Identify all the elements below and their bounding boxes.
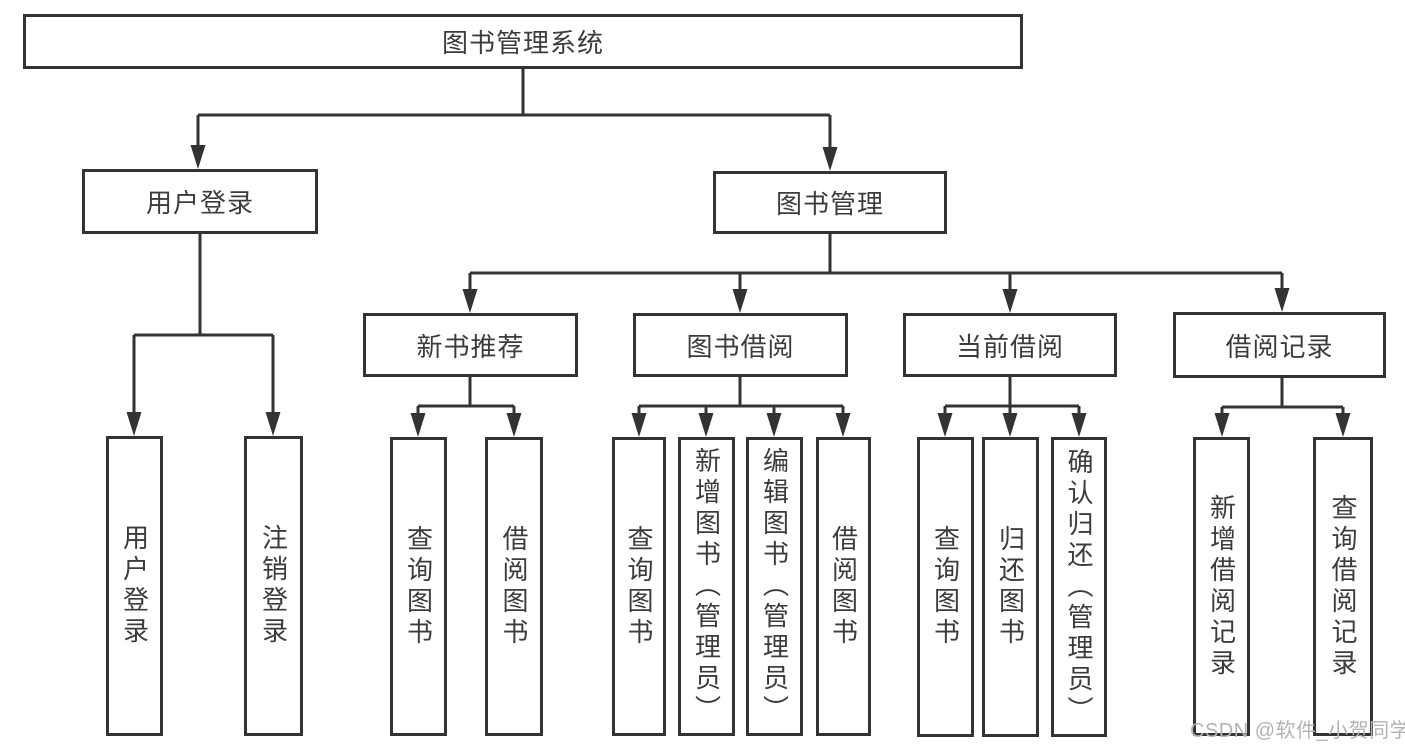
node-book-management: 图书管理 xyxy=(713,171,947,234)
node-leaf-borrow-books-1: 借阅图书 xyxy=(485,437,543,736)
node-label: 图书管理 xyxy=(775,189,884,219)
node-current-borrowing: 当前借阅 xyxy=(903,313,1117,377)
node-user-login: 用户登录 xyxy=(82,169,318,234)
node-label: 确认归还（管理员） xyxy=(1064,447,1094,727)
node-library-system: 图书管理系统 xyxy=(23,14,1023,69)
node-leaf-query-books-3: 查询图书 xyxy=(917,437,974,737)
node-leaf-confirm-return-admin: 确认归还（管理员） xyxy=(1051,437,1107,737)
node-leaf-query-books-2: 查询图书 xyxy=(612,437,666,736)
node-leaf-add-borrow-record: 新增借阅记录 xyxy=(1193,437,1250,736)
node-label: 查询图书 xyxy=(403,524,434,649)
node-leaf-query-borrow-record: 查询借阅记录 xyxy=(1313,437,1373,736)
node-label: 新增借阅记录 xyxy=(1206,493,1237,680)
node-label: 新增图书（管理员） xyxy=(691,447,722,726)
node-label: 查询图书 xyxy=(624,524,654,649)
node-leaf-borrow-books-2: 借阅图书 xyxy=(816,437,871,736)
node-leaf-add-books-admin: 新增图书（管理员） xyxy=(678,437,735,736)
node-label: 借阅图书 xyxy=(828,524,859,649)
node-label: 编辑图书（管理员） xyxy=(759,447,790,726)
node-label: 新书推荐 xyxy=(416,331,525,362)
node-label: 图书管理系统 xyxy=(441,28,604,58)
node-label: 借阅图书 xyxy=(499,524,529,649)
node-leaf-edit-books-admin: 编辑图书（管理员） xyxy=(746,437,803,736)
csdn-watermark: CSDN @软件_小贺同学 xyxy=(1190,720,1405,742)
node-label: 用户登录 xyxy=(119,524,150,648)
node-book-borrowing: 图书借阅 xyxy=(633,313,848,377)
node-label: 用户登录 xyxy=(145,188,254,218)
node-label: 注销登录 xyxy=(258,524,289,648)
node-label: 查询借阅记录 xyxy=(1328,493,1358,680)
node-label: 借阅记录 xyxy=(1225,331,1334,362)
node-borrowing-records: 借阅记录 xyxy=(1173,312,1386,378)
node-leaf-user-login: 用户登录 xyxy=(106,436,163,736)
node-leaf-return-books: 归还图书 xyxy=(982,437,1039,737)
node-label: 查询图书 xyxy=(930,525,961,649)
node-label: 图书借阅 xyxy=(686,331,795,362)
node-label: 当前借阅 xyxy=(955,331,1064,362)
node-label: 归还图书 xyxy=(995,525,1026,649)
node-new-book-recommend: 新书推荐 xyxy=(363,313,578,377)
node-leaf-query-books-1: 查询图书 xyxy=(390,437,447,736)
node-leaf-logout: 注销登录 xyxy=(244,436,303,736)
